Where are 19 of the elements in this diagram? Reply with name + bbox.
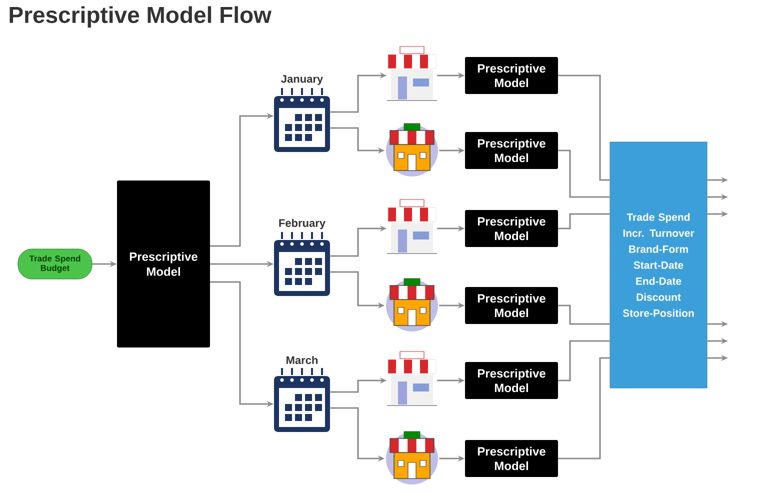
model-box: Prescriptive Model xyxy=(117,180,210,348)
month-label: March xyxy=(286,356,318,364)
month-label: January xyxy=(281,75,324,85)
output-box: Trade Spend Incr. Turnover Brand-Form Start-Date End-Date Discount Store-Position xyxy=(610,142,708,388)
month-label: February xyxy=(279,218,326,230)
shop-icon xyxy=(386,46,438,101)
shop-icon xyxy=(386,351,438,406)
shop-icon xyxy=(386,278,438,332)
budget-pill: Trade Spend Budget xyxy=(18,248,92,280)
model-box: Prescriptive Model xyxy=(465,440,558,477)
model-box: Prescriptive Model xyxy=(465,287,558,324)
shop-icon xyxy=(386,199,438,254)
title: Prescriptive Model Flow xyxy=(10,6,272,28)
model-box: Prescriptive Model xyxy=(465,210,558,247)
shop-icon xyxy=(386,431,438,484)
shop-icon xyxy=(386,123,438,176)
model-box: Prescriptive Model xyxy=(465,362,558,399)
model-box: Prescriptive Model xyxy=(465,57,558,94)
model-box: Prescriptive Model xyxy=(465,132,558,169)
